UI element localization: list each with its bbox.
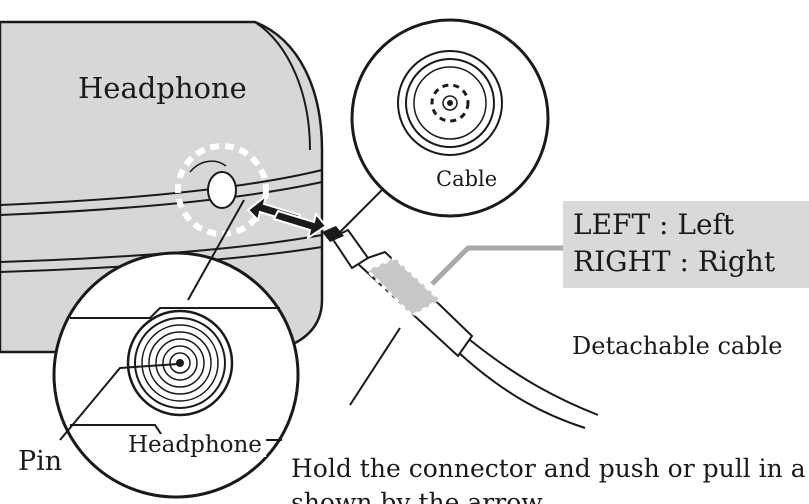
headphone-label: Headphone [78, 71, 247, 105]
caption-line-2: shown by the arrow. [291, 488, 548, 504]
cable-end-magnifier [339, 18, 550, 233]
pin-label: Pin [18, 446, 63, 477]
headphone-earcup [0, 20, 324, 354]
left-right-legend: LEFT : Left RIGHT : Right [563, 201, 809, 288]
detachable-cable-drawing [322, 226, 599, 429]
caption-line-1: Hold the connector and push or pull in a… [291, 454, 809, 483]
instruction-caption: Hold the connector and push or pull in a… [291, 452, 809, 504]
push-pull-arrow-icon [246, 193, 328, 241]
legend-right-row: RIGHT : Right [573, 245, 776, 278]
headphone-socket-label: Headphone [124, 434, 266, 457]
cable-label: Cable [436, 167, 498, 191]
detachable-cable-label: Detachable cable [572, 332, 783, 360]
legend-left-row: LEFT : Left [573, 208, 735, 241]
